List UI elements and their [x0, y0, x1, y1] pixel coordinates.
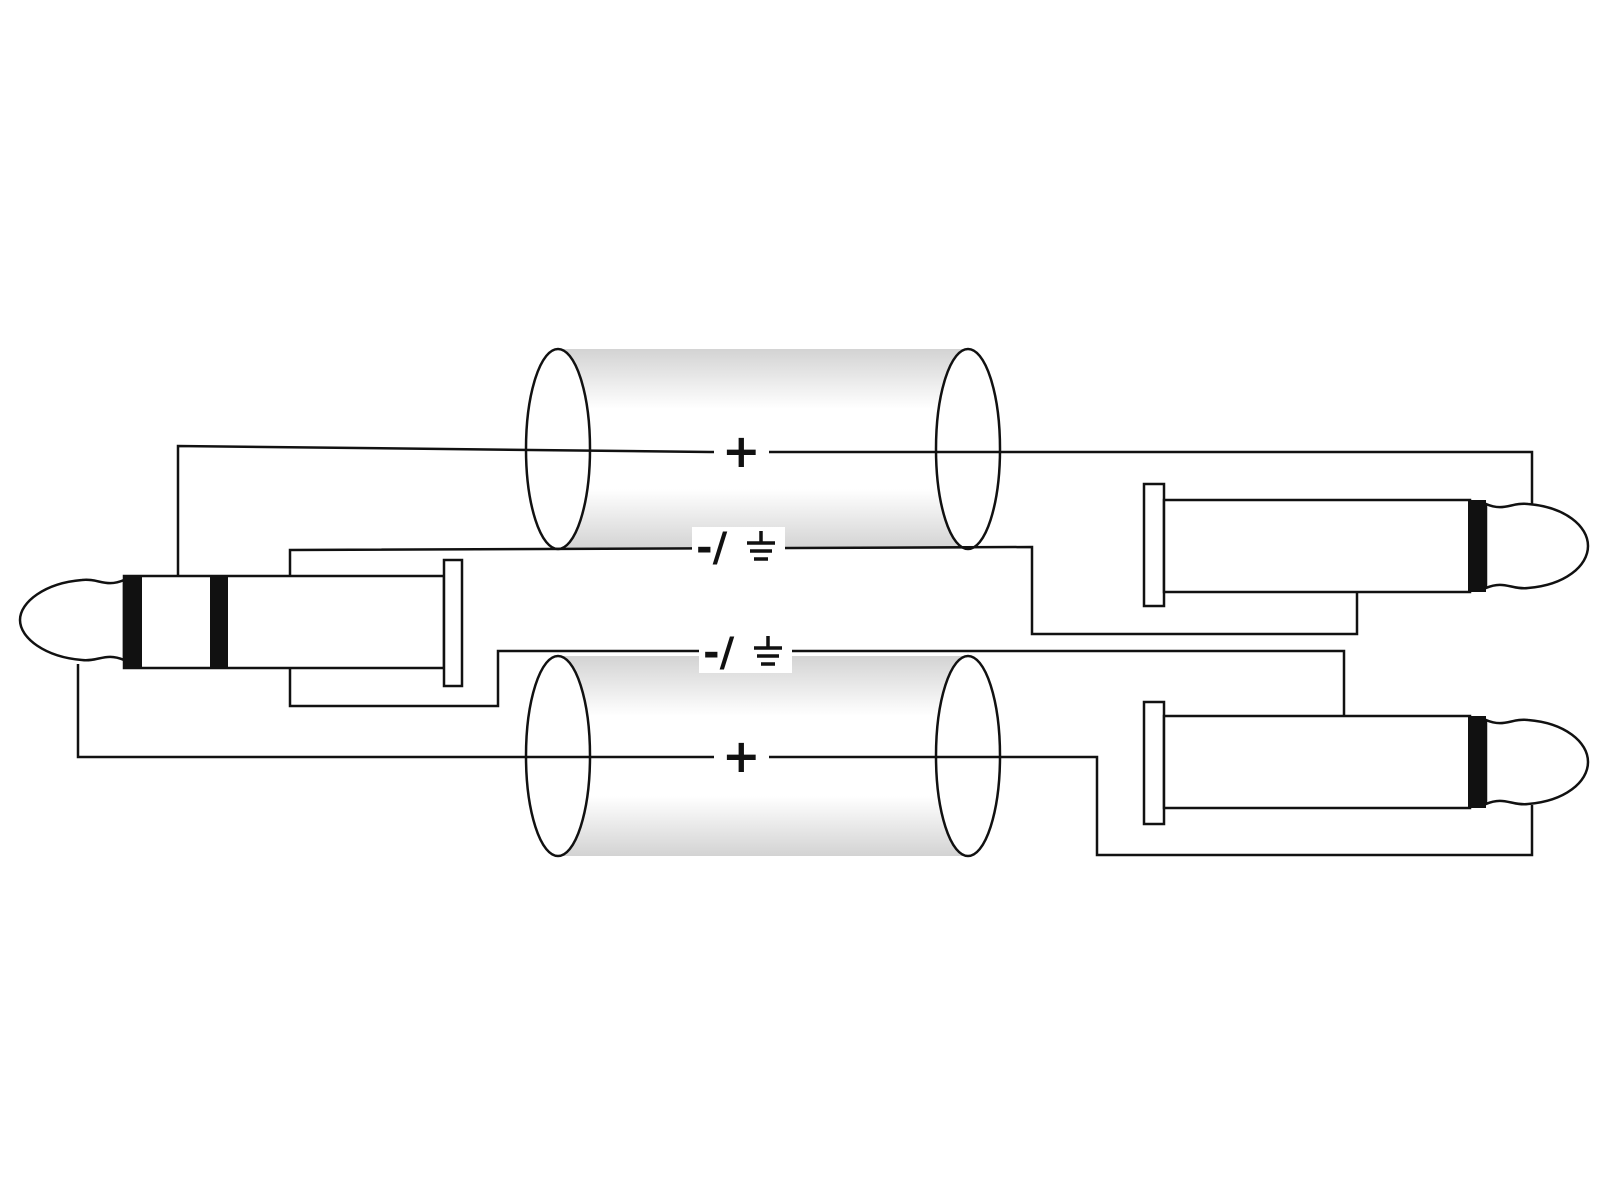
left-jack-collar [442, 558, 464, 688]
left-jack-ring-2 [210, 576, 228, 668]
right-top-jack-ring [1468, 500, 1486, 592]
label-bottom-negative-text: -/ [703, 630, 735, 676]
left-jack-tip [18, 578, 126, 662]
right-bottom-jack-shaft [1162, 714, 1472, 810]
left-trs-jack [18, 558, 464, 688]
left-jack-ring-1 [124, 576, 142, 668]
ground-icon [754, 636, 783, 666]
wire-top-positive [176, 444, 1534, 576]
top-cable-right-end [934, 347, 1002, 551]
label-bottom-negative: -/ [699, 630, 793, 676]
right-top-jack-tip [1484, 502, 1590, 590]
top-cable [524, 347, 1002, 551]
label-top-negative: -/ [692, 525, 786, 571]
wire-bottom-positive [76, 664, 1534, 857]
right-top-mono-jack [1142, 482, 1590, 608]
label-top-negative-text: -/ [696, 525, 728, 571]
right-bottom-jack-ring [1468, 716, 1486, 808]
right-top-jack-shaft [1162, 498, 1472, 594]
wire-bottom-negative [288, 649, 1346, 716]
right-top-jack-collar [1142, 482, 1166, 608]
left-jack-shaft [122, 574, 446, 670]
label-bottom-positive: + [714, 733, 769, 779]
right-bottom-mono-jack [1142, 700, 1590, 826]
right-bottom-jack-tip [1484, 718, 1590, 806]
label-top-positive: + [714, 428, 769, 474]
wires [76, 444, 1534, 857]
wire-top-negative [288, 545, 1359, 636]
right-bottom-jack-collar [1142, 700, 1166, 826]
ground-icon [747, 531, 776, 561]
